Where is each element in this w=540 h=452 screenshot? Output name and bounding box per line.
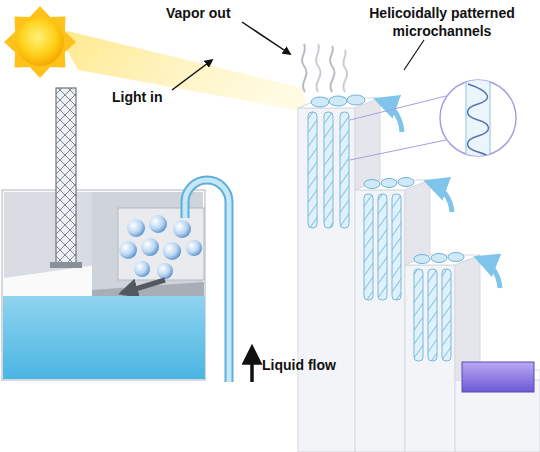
step-front [355,190,405,452]
microchannel [392,194,401,300]
microchannel [340,112,349,228]
zoom-content [466,76,490,162]
pellet-chamber [118,208,204,280]
pellet [157,263,173,279]
coil-top [347,95,365,105]
water-reservoir [3,296,205,379]
step-side [405,180,430,265]
microchannel [414,269,423,361]
callout-label: Vapor out [166,4,256,22]
pellet [173,220,191,238]
vapor-wisp [316,44,321,92]
microchannel [442,269,451,361]
step-side [355,98,380,190]
helix-line [468,84,491,162]
microchannel [324,112,333,228]
pellet [119,241,137,259]
coil-top [329,96,347,106]
coil-top [414,255,430,264]
siphon-tube [185,180,229,382]
coil-top [448,253,464,262]
coil-top [311,97,329,107]
callout-line [404,40,424,70]
flow-arrow [250,348,254,382]
pellet [186,240,202,256]
callout-label: Helicoidally patterned microchannels [352,4,532,40]
siphon-tube [185,180,229,382]
pellet [149,215,167,233]
coil-top [364,180,380,189]
step-side [455,255,480,380]
coil-top [398,178,414,187]
pellet [134,261,150,277]
pellet [163,242,181,260]
microchannel [378,194,387,300]
callout-arrow [172,60,212,90]
zoom-leader [350,96,446,120]
pellet [127,219,145,237]
flow-arrow [122,280,165,293]
vapor-arrow [478,258,500,288]
zoom-leader [350,140,446,160]
sun-disc [16,18,64,66]
callout-label: Liquid flow [262,356,362,374]
step-front [405,265,455,452]
lattice-column [56,88,76,264]
column-base [50,262,82,268]
inset-housing [2,190,205,380]
microchannel [364,194,373,300]
vapor-wisp [330,46,335,92]
callout-label: Light in [112,88,182,106]
vapor-wisp [343,50,347,92]
vapor-arrow [428,182,452,212]
coil-top [431,254,447,263]
sun-rays [4,6,76,78]
vapor-arrow [378,100,402,132]
microchannel [428,269,437,361]
liquid-tray [462,362,534,392]
callout-arrow [242,22,290,54]
microchannel [308,112,317,228]
coil-top [381,179,397,188]
step-front [298,108,355,452]
vapor-wisp [302,44,307,92]
pellet [141,238,159,256]
